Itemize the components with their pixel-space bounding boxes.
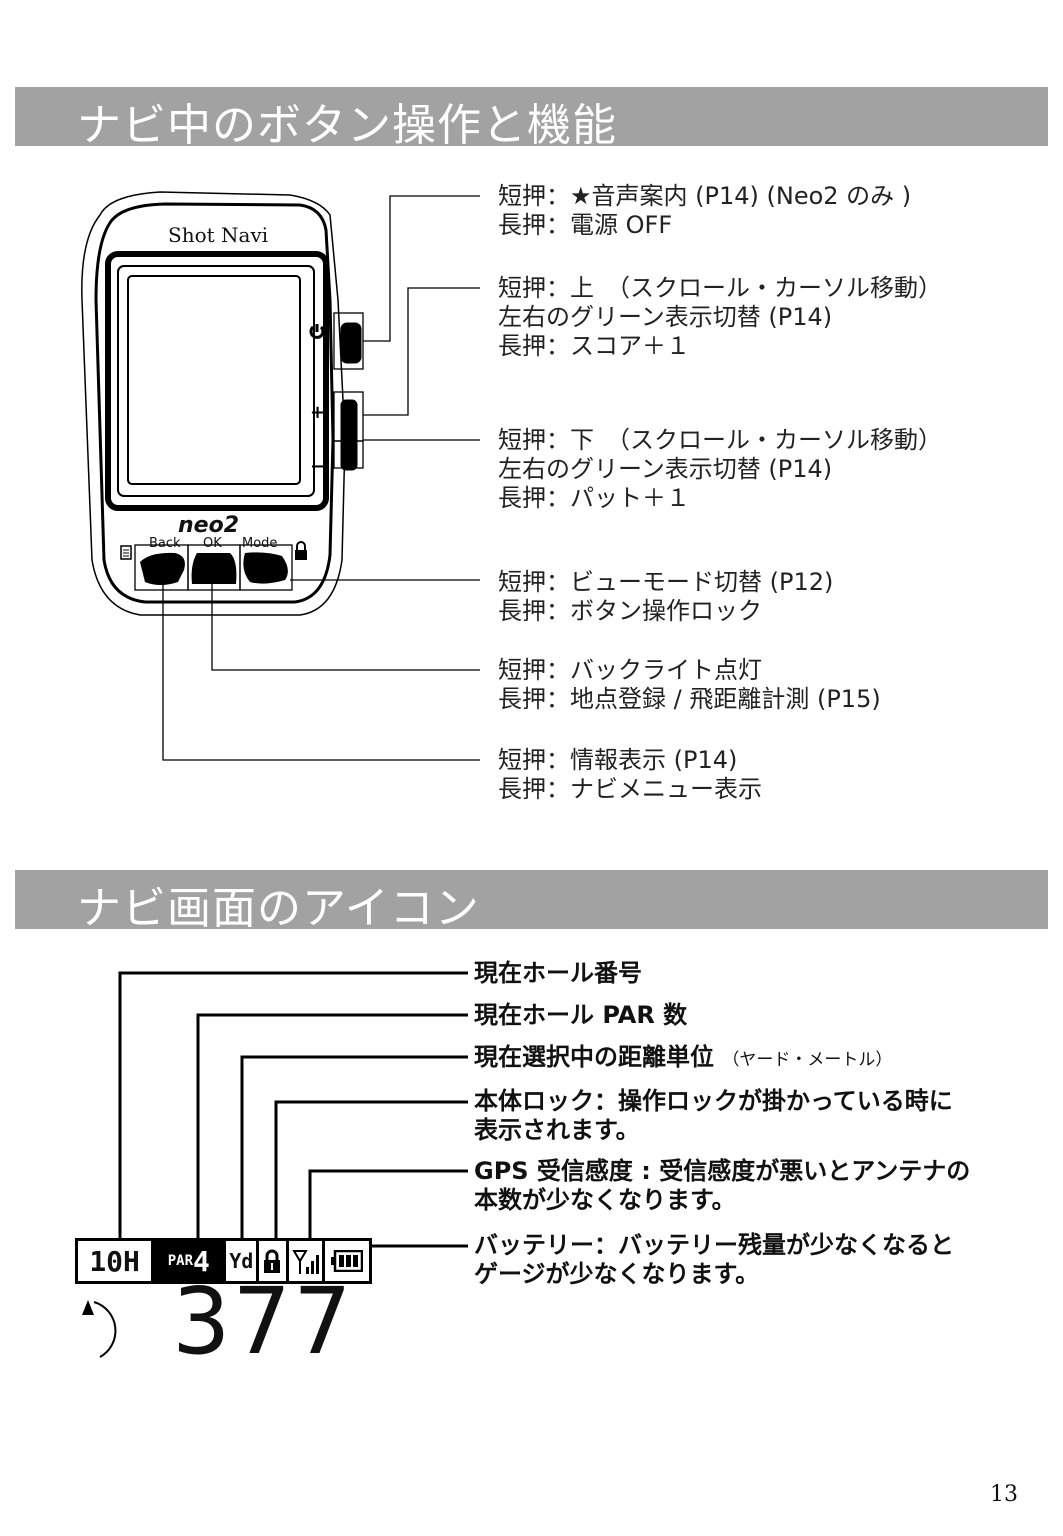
device-button-ok: [191, 553, 237, 584]
minus-icon: −: [310, 456, 325, 477]
callout-line-gps: [308, 1169, 468, 1238]
callout-text: 現在選択中の距離単位: [474, 1043, 714, 1071]
callout-down: 短押：下 （スクロール・カーソル移動） 左右のグリーン表示切替 (P14) 長押…: [498, 426, 942, 513]
callout-text: 短押：★音声案内 (P14) (Neo2 のみ ): [498, 182, 912, 210]
distance-unit: Yd: [226, 1241, 260, 1281]
callout-text: 長押：スコア＋１: [498, 332, 690, 360]
callout-text: 表示されます。: [474, 1116, 640, 1144]
mode-label: Mode: [242, 536, 277, 551]
lock-icon: [295, 541, 307, 560]
power-icon: [309, 324, 325, 339]
battery-icon: [325, 1241, 369, 1281]
callout-text: 短押：下 （スクロール・カーソル移動）: [498, 426, 942, 454]
device-button-back: [140, 552, 185, 585]
callout-text: 短押：上 （スクロール・カーソル移動）: [498, 274, 942, 302]
down-button-highlight: [333, 440, 364, 469]
callout-line-back: [162, 576, 480, 761]
callout-par: 現在ホール PAR 数: [474, 1001, 687, 1030]
callout-unit: 現在選択中の距離単位 （ヤード・メートル）: [474, 1043, 892, 1075]
antenna-icon: [289, 1241, 326, 1281]
callout-line-lock: [274, 1100, 468, 1238]
callout-mode: 短押：ビューモード切替 (P12) 長押：ボタン操作ロック: [498, 568, 833, 626]
menu-icon: [120, 545, 132, 560]
section-title: ナビ画面のアイコン: [77, 883, 480, 934]
mode-button-highlight: [239, 544, 293, 591]
callout-gps: GPS 受信感度 : 受信感度が悪いとアンテナの 本数が少なくなります。: [474, 1157, 970, 1215]
callout-text: 短押：バックライト点灯: [498, 656, 762, 684]
pin-direction-icon: [82, 1300, 117, 1358]
par-value: 4: [193, 1244, 210, 1278]
callout-text: 左右のグリーン表示切替 (P14): [498, 455, 833, 483]
callout-text: 長押：パット＋１: [498, 484, 690, 512]
lock-icon: [259, 1241, 289, 1281]
callout-back: 短押：情報表示 (P14) 長押：ナビメニュー表示: [498, 746, 762, 804]
device-button-mode: [243, 552, 288, 584]
callout-text: バッテリー：バッテリー残量が少なくなると: [474, 1231, 954, 1259]
callout-ok: 短押：バックライト点灯 長押：地点登録 / 飛距離計測 (P15): [498, 656, 881, 714]
section-title: ナビ中のボタン操作と機能: [77, 100, 617, 151]
section-header-buttons: ナビ中のボタン操作と機能: [15, 87, 1048, 151]
callout-text: 長押：電源 OFF: [498, 211, 673, 239]
callout-line-power: [363, 195, 480, 342]
device-brand: Shot Navi: [168, 223, 268, 247]
callout-power: 短押：★音声案内 (P14) (Neo2 のみ ) 長押：電源 OFF: [498, 182, 911, 240]
callout-note: （ヤード・メートル）: [722, 1050, 893, 1070]
plus-icon: +: [310, 402, 325, 423]
callout-text: 短押：情報表示 (P14): [498, 746, 738, 774]
callout-text: ゲージが少なくなります。: [474, 1260, 760, 1288]
callout-line-par: [196, 1013, 468, 1238]
section-header-icons: ナビ画面のアイコン: [15, 870, 1048, 934]
device-model-logo: neo2: [178, 513, 239, 538]
ok-label: OK: [203, 536, 222, 551]
back-label: Back: [149, 536, 181, 551]
callout-text: GPS 受信感度 : 受信感度が悪いとアンテナの: [474, 1157, 971, 1185]
power-button-highlight: [333, 312, 364, 370]
callout-line-unit: [240, 1055, 468, 1238]
callout-hole-number: 現在ホール番号: [474, 959, 642, 988]
hole-number: 10H: [78, 1241, 155, 1281]
callout-text: 左右のグリーン表示切替 (P14): [498, 303, 833, 331]
callout-line-up: [363, 287, 480, 416]
callout-text: 短押：ビューモード切替 (P12): [498, 568, 834, 596]
callout-text: 現在ホール番号: [474, 959, 642, 987]
callout-up: 短押：上 （スクロール・カーソル移動） 左右のグリーン表示切替 (P14) 長押…: [498, 274, 942, 361]
callout-lock: 本体ロック：操作ロックが掛かっている時に 表示されます。: [474, 1087, 953, 1145]
device-illustration: [81, 191, 362, 616]
callout-text: 長押：ボタン操作ロック: [498, 597, 762, 625]
callout-line-hole: [118, 971, 468, 1238]
callout-battery: バッテリー：バッテリー残量が少なくなると ゲージが少なくなります。: [474, 1231, 954, 1289]
callout-text: 本体ロック：操作ロックが掛かっている時に: [474, 1087, 953, 1115]
callout-line-ok: [211, 576, 480, 671]
callout-text: 現在ホール PAR 数: [474, 1001, 688, 1029]
par-label: PAR: [167, 1253, 194, 1269]
page-number: 13: [990, 1482, 1018, 1507]
distance-readout: 377: [172, 1268, 354, 1375]
callout-text: 本数が少なくなります。: [474, 1186, 736, 1214]
callout-text: 長押：ナビメニュー表示: [498, 775, 762, 803]
callout-text: 長押：地点登録 / 飛距離計測 (P15): [498, 685, 881, 713]
